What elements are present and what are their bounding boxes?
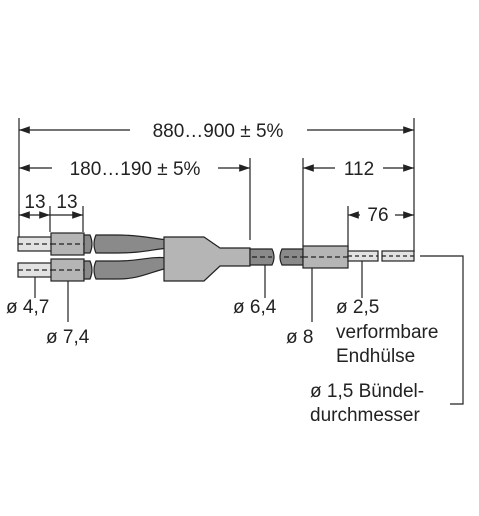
tip-section-label: 112 — [344, 159, 374, 180]
upper-cable — [93, 234, 169, 254]
head-a-label: 13 — [24, 192, 45, 213]
label-ferrule-line2: Endhülse — [336, 346, 415, 367]
label-d-2-5: ø 2,5 — [336, 297, 379, 318]
head-b-label: 13 — [56, 192, 77, 213]
ferrule-length-label: 76 — [367, 205, 388, 226]
split-length-label: 180…190 ± 5% — [70, 159, 201, 180]
sleeve-8mm — [302, 245, 349, 269]
main-cable-continued — [279, 248, 304, 266]
lower-cable — [93, 256, 169, 280]
splitter-housing — [163, 236, 251, 282]
label-d-7-4: ø 7,4 — [46, 327, 90, 348]
label-d-8: ø 8 — [286, 327, 313, 348]
lower-cable-stub — [83, 260, 93, 280]
label-bundle-line2: durchmesser — [310, 405, 420, 426]
label-ferrule-line1: verformbare — [336, 322, 438, 343]
dimension-lines — [18, 118, 415, 252]
label-d-6-4: ø 6,4 — [233, 297, 277, 318]
label-d-4-7: ø 4,7 — [6, 297, 49, 318]
leader-lines — [34, 255, 464, 405]
leader-bundle — [420, 255, 464, 405]
cable-assembly — [17, 232, 415, 282]
overall-length-label: 880…900 ± 5% — [153, 121, 284, 142]
upper-cable-stub — [83, 234, 93, 254]
label-bundle-line1: ø 1,5 Bündel- — [310, 381, 424, 402]
